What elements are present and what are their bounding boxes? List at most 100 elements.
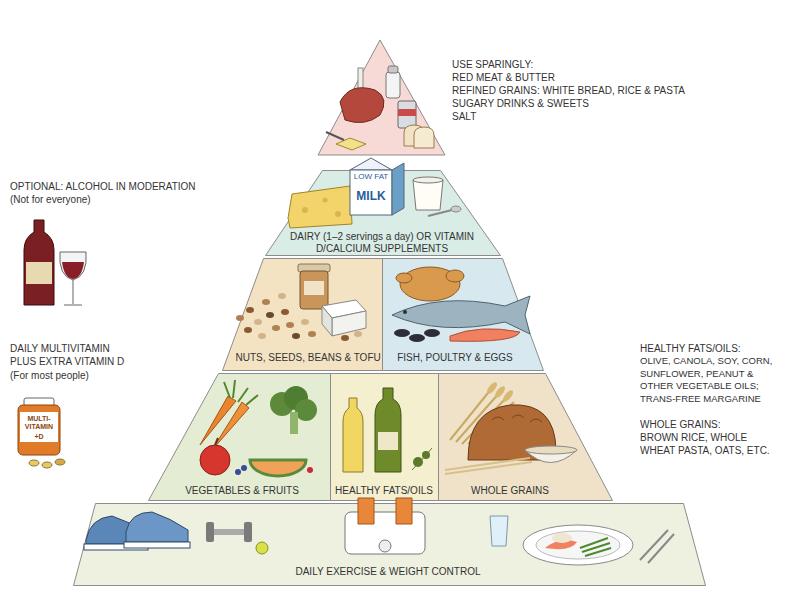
exercise-band: DAILY EXERCISE & WEIGHT CONTROL	[73, 503, 705, 585]
side-note: (For most people)	[10, 369, 89, 382]
carton-text: LOW FAT	[351, 173, 391, 181]
multivitamin-illustration	[18, 398, 65, 468]
dairy-illustration-part	[350, 158, 392, 170]
dairy-illustration-part	[413, 177, 443, 183]
use-sparingly-triangle-part	[318, 40, 445, 155]
side-note: OPTIONAL: ALCOHOL IN MODERATION	[10, 180, 196, 193]
usage-note: RED MEAT & BUTTER	[452, 71, 555, 84]
group-label: NUTS, SEEDS, BEANS & TOFU	[236, 352, 381, 364]
food-group-panel: HEALTHY FATS/OILS	[330, 373, 438, 500]
exercise-illustration-part	[345, 512, 425, 554]
multivitamin-illustration-part	[20, 412, 58, 442]
usage-note: USE SPARINGLY:	[452, 58, 533, 71]
side-note: HEALTHY FATS/OILS:	[640, 342, 741, 355]
usage-note: SALT	[452, 110, 476, 123]
vegetables-fruits-illustration-part	[241, 465, 247, 471]
exercise-illustration-part	[536, 531, 620, 559]
protein-panel-outline	[223, 259, 383, 371]
nuts-beans-illustration-part	[341, 335, 349, 341]
nuts-beans-illustration-part	[308, 331, 316, 337]
dairy-band-outline	[266, 171, 501, 256]
protein-panel-outline	[383, 259, 544, 371]
side-note: DAILY MULTIVITAMIN PLUS EXTRA VITAMIN D	[10, 342, 135, 368]
protein-panel: FISH, POULTRY & EGGS	[382, 258, 543, 370]
dairy-illustration-part	[392, 163, 404, 215]
use-sparingly-triangle-part	[336, 138, 366, 150]
exercise-band-outline	[74, 504, 706, 586]
use-sparingly-triangle-part	[398, 101, 416, 128]
side-note: WHOLE GRAINS:	[640, 418, 721, 431]
group-label: DAIRY (1–2 servings a day) OR VITAMIN D/…	[290, 231, 474, 255]
dairy-illustration-part	[335, 211, 341, 217]
dairy-illustration-part	[323, 198, 328, 203]
nuts-beans-illustration-part	[301, 319, 309, 325]
food-group-panel-outline	[439, 374, 613, 501]
multivitamin-illustration-part	[29, 460, 39, 466]
group-label: HEALTHY FATS/OILS	[332, 485, 436, 497]
nuts-beans-illustration-part	[332, 311, 366, 336]
alcohol-illustration	[24, 220, 86, 305]
alcohol-illustration-part	[26, 262, 52, 284]
food-group-panel-outline	[149, 374, 331, 501]
fish-poultry-illustration-part	[409, 334, 425, 342]
side-note: OLIVE, CANOLA, SOY, CORN, SUNFLOWER, PEA…	[640, 355, 782, 405]
nuts-beans-illustration-part	[304, 281, 324, 295]
exercise-illustration-part	[552, 533, 572, 543]
exercise-illustration-part	[256, 542, 268, 554]
vegetables-fruits-illustration-part	[235, 469, 241, 475]
exercise-illustration-part	[206, 522, 214, 542]
alcohol-illustration-part	[64, 305, 82, 306]
use-sparingly-triangle-part	[388, 66, 398, 73]
side-note: (Not for everyone)	[10, 193, 91, 206]
use-sparingly-triangle-part	[398, 109, 416, 116]
usage-note: SUGARY DRINKS & SWEETS	[452, 97, 589, 110]
alcohol-illustration-part	[62, 262, 84, 279]
side-note: BROWN RICE, WHOLE WHEAT PASTA, OATS, ETC…	[640, 431, 780, 457]
exercise-illustration-part	[523, 525, 633, 565]
use-sparingly-triangle	[318, 40, 445, 155]
vegetables-fruits-illustration-part	[290, 412, 298, 434]
exercise-illustration-part	[580, 538, 611, 556]
dairy-illustration-part	[302, 207, 308, 213]
vegetables-fruits-illustration-part	[295, 399, 317, 421]
nuts-beans-illustration-part	[272, 325, 280, 331]
exercise-illustration-part	[124, 542, 190, 548]
fish-poultry-illustration-part	[446, 270, 464, 282]
food-group-panel-outline	[331, 374, 439, 501]
dairy-illustration-part	[451, 206, 461, 212]
exercise-illustration-part	[490, 516, 508, 546]
nuts-beans-illustration-part	[246, 307, 254, 313]
fish-poultry-illustration-part	[403, 310, 407, 314]
alcohol-illustration-part	[24, 220, 54, 305]
exercise-illustration-part	[379, 540, 391, 552]
fish-poultry-illustration-part	[396, 273, 412, 283]
bottle-text: +D	[20, 433, 58, 441]
oils-illustration-part	[378, 432, 398, 450]
dairy-band: DAIRY (1–2 servings a day) OR VITAMIN D/…	[265, 170, 500, 255]
nuts-beans-illustration-part	[262, 299, 270, 305]
whole-grains-illustration-part	[525, 446, 577, 454]
carton-text: MILK	[350, 190, 392, 203]
exercise-illustration-part	[244, 522, 252, 542]
use-sparingly-triangle-part	[340, 88, 384, 123]
nuts-beans-illustration-part	[236, 315, 244, 321]
nuts-beans-illustration-part	[278, 293, 286, 299]
multivitamin-illustration-part	[18, 405, 60, 455]
whole-grains-illustration-part	[492, 415, 542, 422]
alcohol-illustration-part	[73, 280, 74, 304]
nuts-beans-illustration-part	[244, 327, 252, 333]
group-label: DAILY EXERCISE & WEIGHT CONTROL	[238, 566, 538, 578]
vegetables-fruits-illustration-part	[307, 467, 313, 473]
nuts-beans-illustration-part	[266, 312, 274, 318]
group-label: VEGETABLES & FRUITS	[167, 485, 317, 497]
group-label: WHOLE GRAINS	[450, 485, 570, 497]
multivitamin-illustration-part	[55, 459, 65, 465]
dairy-illustration-part	[413, 180, 443, 210]
fish-poultry-illustration-part	[394, 329, 410, 337]
protein-panel: NUTS, SEEDS, BEANS & TOFU	[222, 258, 382, 370]
dairy-illustration-part	[288, 186, 352, 228]
multivitamin-illustration-part	[42, 462, 52, 468]
vegetables-fruits-illustration-part	[200, 445, 230, 475]
oils-illustration-part	[413, 457, 423, 467]
